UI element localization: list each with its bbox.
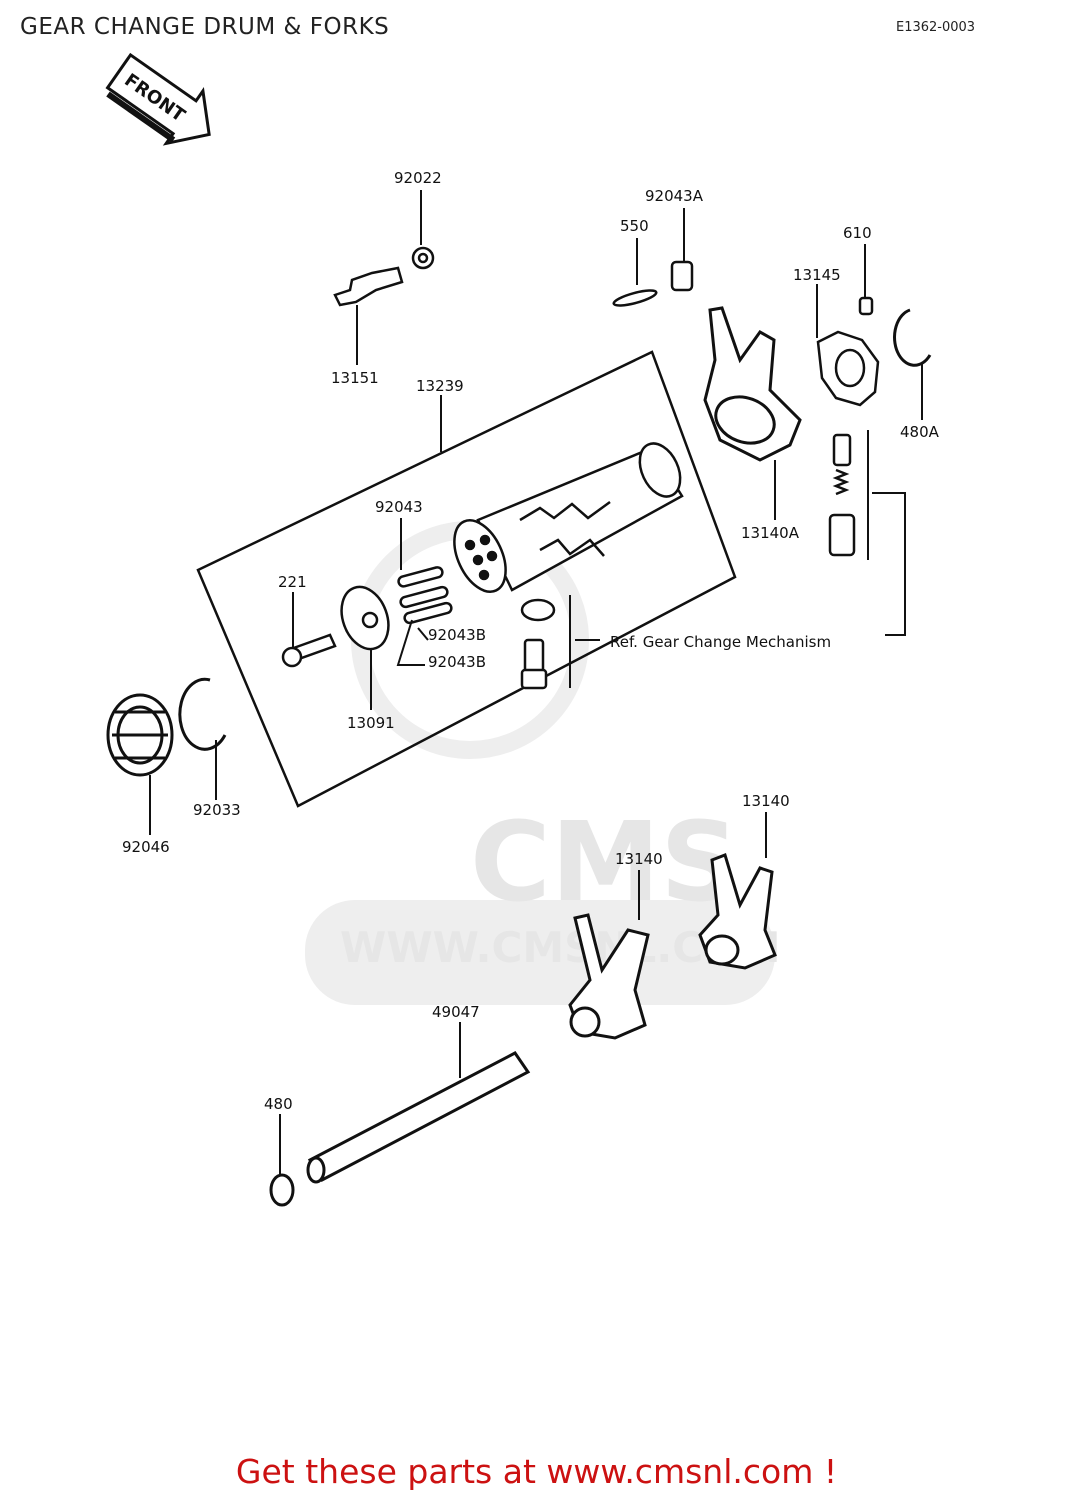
part-label[interactable]: 13151 bbox=[331, 369, 379, 387]
part-label[interactable]: 13140 bbox=[742, 792, 790, 810]
part-label[interactable]: 92043 bbox=[375, 498, 423, 516]
leader-lines bbox=[149, 190, 923, 1175]
shift-fork-13140-left bbox=[568, 913, 650, 1040]
part-label[interactable]: 610 bbox=[843, 224, 872, 242]
part-label[interactable]: 13140A bbox=[741, 524, 800, 542]
part-label[interactable]: 480A bbox=[900, 423, 940, 441]
shift-fork-13140-right bbox=[698, 853, 777, 970]
part-label[interactable]: 92046 bbox=[122, 838, 170, 856]
part-label[interactable]: 92043B bbox=[428, 653, 486, 671]
cam-plate bbox=[340, 585, 390, 651]
part-label[interactable]: 92043B bbox=[428, 626, 486, 644]
part-label[interactable]: 221 bbox=[278, 573, 307, 591]
circlip-92033 bbox=[178, 677, 227, 751]
part-label[interactable]: 13239 bbox=[416, 377, 464, 395]
shift-drum bbox=[453, 442, 684, 593]
plunger-assembly bbox=[828, 433, 856, 557]
needle-bearing bbox=[106, 693, 174, 777]
diagram-code: E1362-0003 bbox=[896, 20, 976, 35]
part-label[interactable]: 92033 bbox=[193, 801, 241, 819]
cta-link[interactable]: Get these parts at www.cmsnl.com ! bbox=[235, 1452, 838, 1491]
part-labels: 92022 13151 13239 550 92043A 610 13145 4… bbox=[122, 169, 940, 1113]
reference-label: Ref. Gear Change Mechanism bbox=[610, 633, 831, 651]
fork-shaft bbox=[306, 1051, 531, 1184]
part-label[interactable]: 49047 bbox=[432, 1003, 480, 1021]
front-arrow-icon: FRONT bbox=[105, 52, 211, 146]
shift-fork-13140a bbox=[703, 306, 802, 462]
exploded-parts-diagram: WWW.CMSNL.COM CMS FRONT bbox=[105, 52, 940, 1207]
detent-bolt bbox=[520, 598, 556, 690]
page-title: GEAR CHANGE DRUM & FORKS bbox=[20, 14, 390, 40]
circlip-480 bbox=[269, 1173, 295, 1207]
drum-assembly-frame bbox=[196, 350, 737, 808]
watermark-brand: CMS bbox=[470, 798, 739, 926]
part-label[interactable]: 13140 bbox=[615, 850, 663, 868]
neutral-switch bbox=[333, 246, 435, 307]
part-label[interactable]: 550 bbox=[620, 217, 649, 235]
cotter-and-pin bbox=[612, 260, 694, 307]
part-label[interactable]: 92022 bbox=[394, 169, 442, 187]
part-label[interactable]: 13091 bbox=[347, 714, 395, 732]
pins-92043 bbox=[397, 566, 453, 625]
part-label[interactable]: 13145 bbox=[793, 266, 841, 284]
part-label[interactable]: 480 bbox=[264, 1095, 293, 1113]
stopper-parts bbox=[816, 296, 932, 407]
part-label[interactable]: 92043A bbox=[645, 187, 704, 205]
bolt-221 bbox=[281, 633, 337, 668]
